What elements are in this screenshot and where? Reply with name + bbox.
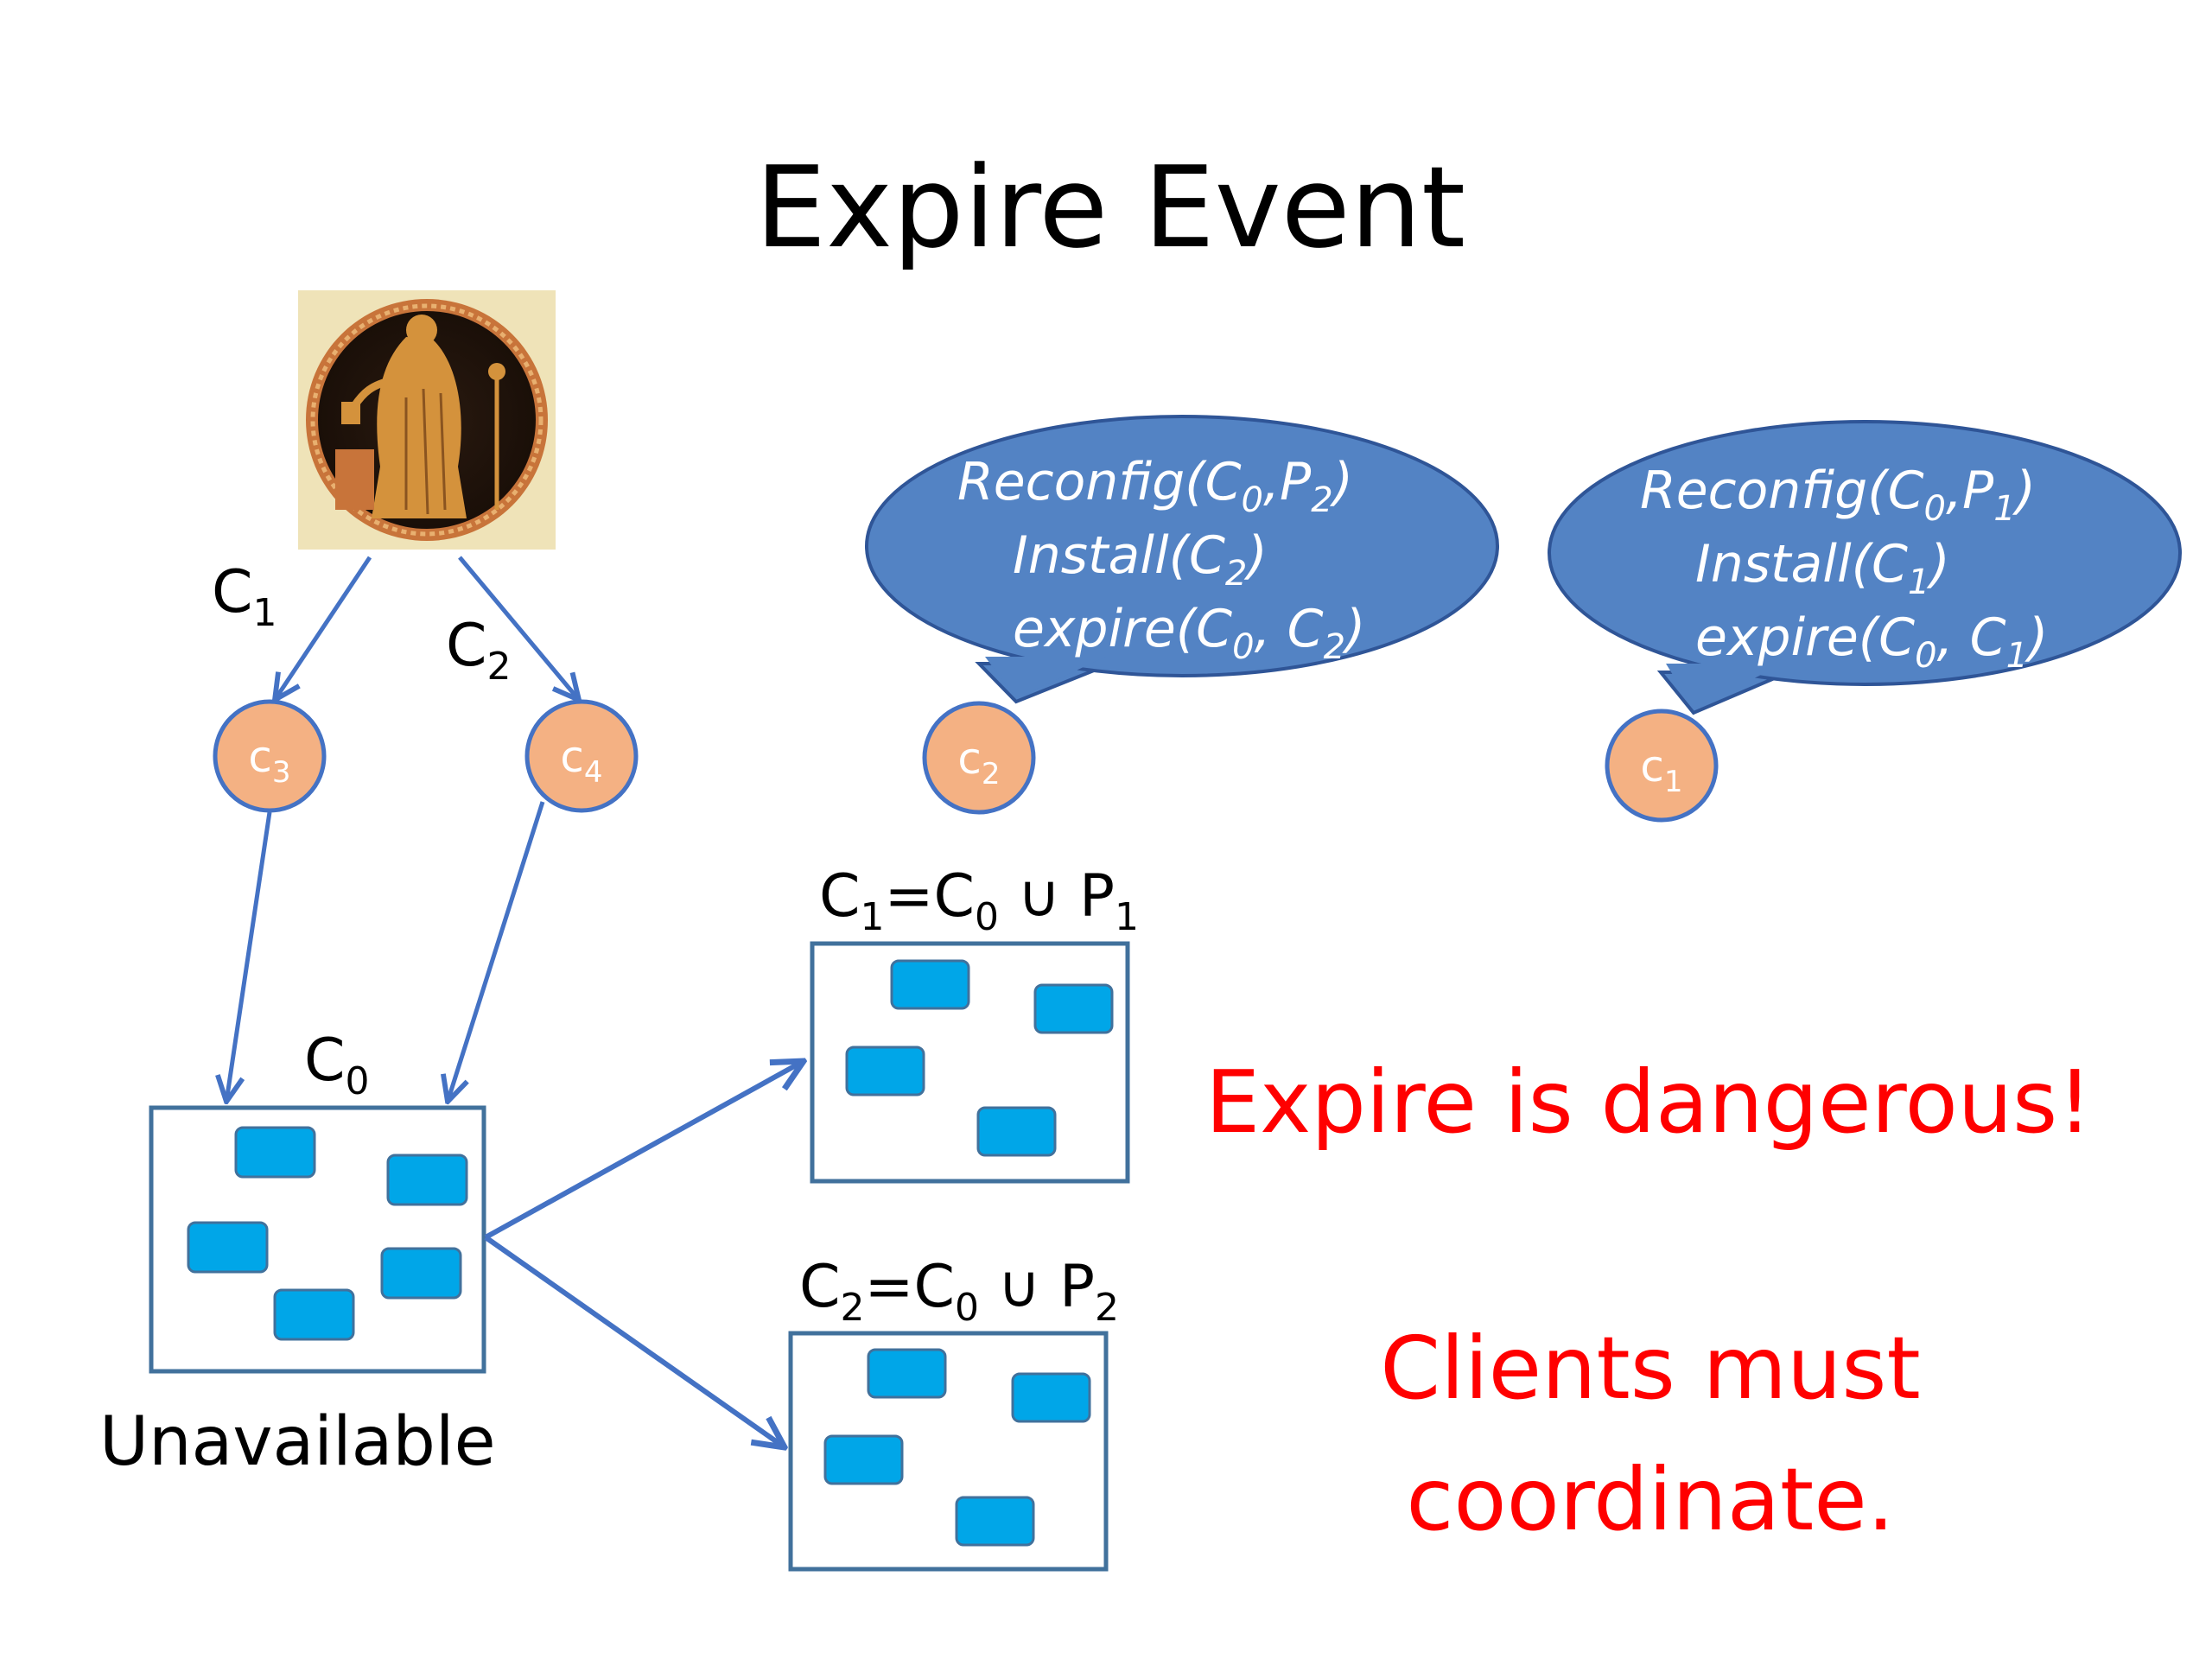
config-c0-status: Unavailable [99,1403,496,1481]
arrow-oracle-to-c4 [458,556,579,700]
client-c3: c3 [213,699,327,813]
oracle-label-c2: C2 [446,612,511,689]
oracle-label-c1: C1 [212,558,276,635]
svg-text:Install(C1): Install(C1) [1695,534,1950,602]
speech-bubble-c1: Reconfig(C0,P1) Install(C1) expire(C0, C… [1548,420,2182,715]
config-c2-label: C2=C0 ∪ P2 [799,1253,1119,1330]
svg-text:expire(C0, C1): expire(C0, C1) [1695,607,2048,676]
config-c1-box [810,941,1130,1184]
svg-text:c2: c2 [957,734,1000,791]
server [234,1126,316,1179]
svg-text:Reconfig(C0,P1): Reconfig(C0,P1) [1640,461,2036,529]
arrow-c4-to-c0 [448,801,545,1102]
arrow-c0-to-c1 [484,1061,804,1240]
arrow-c0-to-c2 [484,1235,785,1447]
server [890,959,970,1010]
server [976,1106,1057,1157]
svg-text:c1: c1 [1640,741,1682,799]
config-c0-label: C0 [304,1027,369,1103]
server [1033,983,1114,1034]
svg-text:Reconfig(C0,P2): Reconfig(C0,P2) [957,452,1353,520]
oracle-picture [298,290,556,550]
server [823,1434,904,1485]
config-c2-box [788,1331,1109,1572]
config-c0-box [149,1105,486,1374]
client-c1: c1 [1605,709,1719,823]
server [845,1046,925,1096]
server [380,1247,462,1300]
server [955,1496,1035,1547]
warning-clients-coordinate-line1: Clients must [1380,1318,1921,1419]
svg-text:c4: c4 [560,732,602,790]
client-c2: c2 [922,701,1036,815]
warning-expire-dangerous: Expire is dangerous! [1205,1052,2092,1153]
server [273,1288,355,1341]
server [187,1221,269,1274]
arrow-c3-to-c0 [226,811,272,1102]
slide-title: Expire Event [755,142,1465,273]
svg-text:Install(C2): Install(C2) [1013,525,1268,594]
client-c4: c4 [524,699,639,813]
svg-text:expire(C0, C2): expire(C0, C2) [1013,599,1365,667]
warning-clients-coordinate-line2: coordinate. [1406,1449,1894,1550]
arrow-oracle-to-c3 [275,556,372,700]
speech-bubble-c2: Reconfig(C0,P2) Install(C2) expire(C0, C… [865,415,1499,704]
server [867,1348,947,1399]
server [1011,1372,1091,1423]
config-c1-label: C1=C0 ∪ P1 [819,862,1139,939]
server [386,1154,468,1206]
svg-text:c3: c3 [248,732,290,790]
